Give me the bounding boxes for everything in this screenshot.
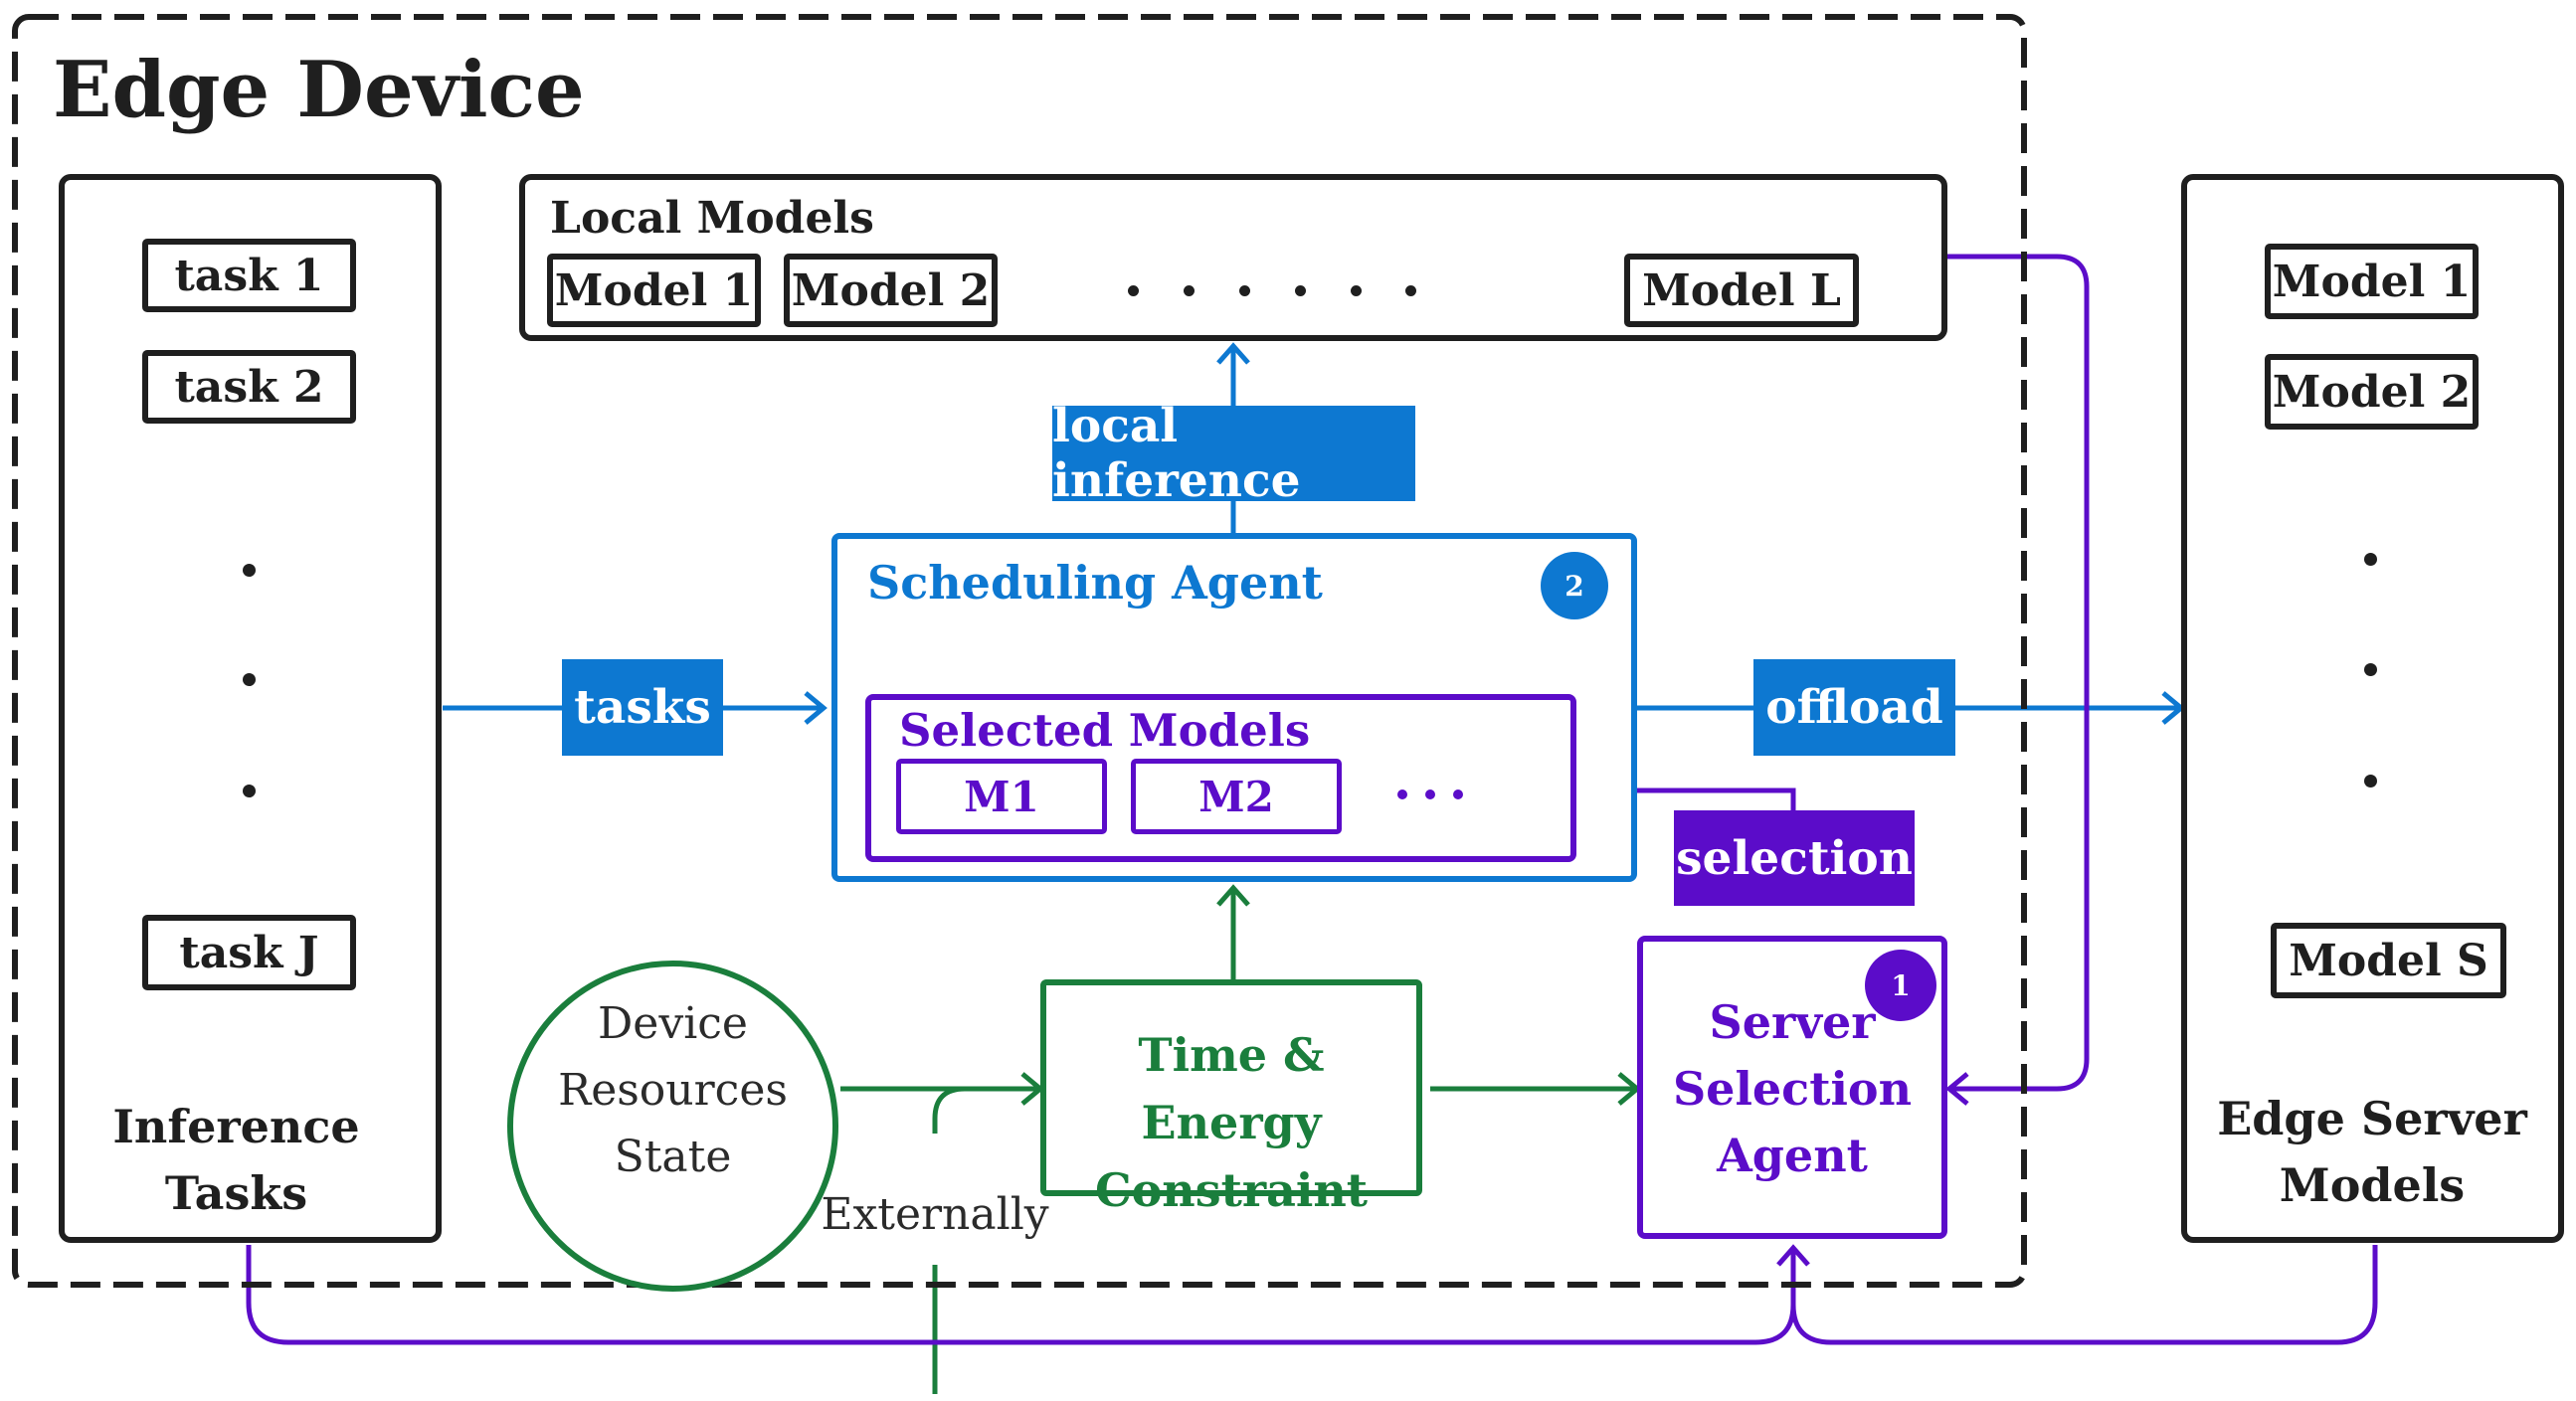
time-energy-line1: Time & Energy — [1138, 1028, 1325, 1149]
edge-device-title: Edge Device — [53, 45, 585, 135]
offload-tag: offload — [1753, 659, 1955, 756]
selected-model-m2-box: M2 — [1131, 759, 1342, 834]
server-model-1-box: Model 1 — [2265, 244, 2479, 319]
edge-server-label-line1: Edge Server — [2217, 1092, 2527, 1145]
ellipsis-dot — [1405, 285, 1416, 296]
scheduling-agent-title: Scheduling Agent — [867, 556, 1323, 610]
server-selection-agent-label: Server Selection Agent — [1637, 989, 1947, 1189]
ellipsis-dot — [2364, 553, 2377, 566]
ellipsis-dot — [1184, 285, 1195, 296]
task-j-box: task J — [142, 915, 356, 990]
local-inference-tag: local inference — [1052, 399, 1415, 508]
inference-tasks-panel — [59, 174, 442, 1243]
selection-tag: selection — [1674, 810, 1915, 906]
local-models-to-server-agent-line — [1947, 254, 2090, 1092]
ellipsis-dot — [2364, 663, 2377, 676]
local-inference-arrowhead — [1216, 342, 1250, 365]
ellipsis-dot — [1239, 285, 1250, 296]
local-models-to-server-agent-arrowhead — [1945, 1072, 1969, 1106]
ellipsis-dot — [1128, 285, 1139, 296]
ellipsis-dot — [243, 785, 256, 797]
task-2-box: task 2 — [142, 350, 356, 424]
ellipsis-dot — [1453, 789, 1463, 799]
time-energy-constraint-box — [1040, 979, 1422, 1196]
externally-label: Externally — [821, 1189, 1049, 1240]
ellipsis-dot — [2364, 775, 2377, 788]
device-resources-line2: Resources — [558, 1065, 788, 1116]
server-model-s-box: Model S — [2271, 923, 2506, 998]
server-selection-line1: Server — [1709, 995, 1876, 1049]
servers-to-server-agent-line — [1790, 1245, 2378, 1345]
ellipsis-dot — [1425, 789, 1435, 799]
task-1-box: task 1 — [142, 239, 356, 312]
local-models-title: Local Models — [550, 193, 874, 244]
server-selection-line2: Selection — [1672, 1062, 1913, 1116]
ellipsis-dot — [1295, 285, 1306, 296]
externally-curve — [932, 1086, 966, 1134]
ellipsis-dot — [243, 673, 256, 686]
local-model-1-box: Model 1 — [547, 254, 761, 327]
edge-server-models-label: Edge Server Models — [2188, 1086, 2556, 1218]
selected-model-m1-box: M1 — [896, 759, 1107, 834]
constraint-to-scheduler-arrowhead — [1216, 884, 1250, 907]
ellipsis-dot — [1351, 285, 1362, 296]
edge-server-models-panel — [2181, 174, 2564, 1243]
ellipsis-dot — [243, 564, 256, 577]
selected-models-title: Selected Models — [899, 704, 1311, 757]
tasks-to-server-agent-line — [246, 1245, 1796, 1345]
ellipsis-dot — [1397, 789, 1407, 799]
time-energy-constraint-label: Time & Energy Constraint — [1040, 1021, 1422, 1224]
device-resources-label: Device Resources State — [507, 990, 838, 1190]
time-energy-line2: Constraint — [1094, 1163, 1369, 1217]
device-resources-circle — [507, 961, 838, 1292]
inference-tasks-label-line1: Inference — [112, 1100, 360, 1153]
device-resources-line1: Device — [598, 998, 748, 1049]
inference-tasks-label: Inference Tasks — [70, 1094, 403, 1226]
scheduling-agent-badge: 2 — [1541, 552, 1608, 619]
server-model-2-box: Model 2 — [2265, 354, 2479, 430]
local-model-l-box: Model L — [1624, 254, 1859, 327]
edge-device-boundary — [12, 14, 2027, 1288]
server-selection-agent-badge: 1 — [1865, 950, 1936, 1021]
inference-tasks-label-line2: Tasks — [164, 1165, 308, 1220]
server-selection-line3: Agent — [1717, 1129, 1868, 1182]
edge-server-label-line2: Models — [2279, 1157, 2466, 1212]
device-resources-line3: State — [614, 1132, 732, 1182]
tasks-arrowhead — [804, 691, 828, 725]
bottom-to-server-agent-arrowhead — [1776, 1244, 1810, 1267]
local-model-2-box: Model 2 — [784, 254, 998, 327]
tasks-tag: tasks — [562, 659, 723, 756]
